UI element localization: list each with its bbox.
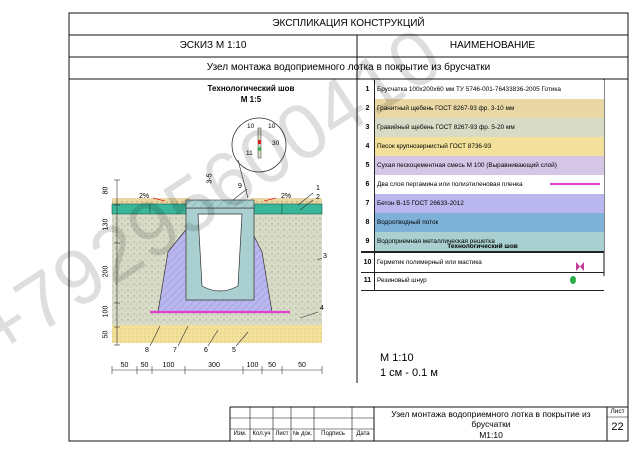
naming-header: НАИМЕНОВАНИЕ	[449, 40, 536, 51]
dim-bottom-0: 50	[120, 362, 129, 369]
tb-col-kolvo: Кол.уч	[252, 431, 271, 437]
legend-text: Брусчатка 100х200х60 мм ТУ 5746-001-7643…	[377, 86, 561, 93]
scale-line-1: М 1:10	[380, 352, 414, 364]
dim-80: 80	[102, 186, 110, 195]
callout-2: 2	[316, 194, 320, 201]
callout-1: 1	[316, 185, 320, 192]
tb-col-date: Дата	[356, 431, 370, 437]
dim-bottom-2: 100	[162, 362, 175, 369]
legend-number: 6	[361, 175, 375, 194]
legend-number: 7	[361, 194, 375, 213]
legend-number: 3	[361, 118, 375, 137]
legend-number: 11	[361, 271, 375, 290]
explication-title: ЭКСПЛИКАЦИЯ КОНСТРУКЦИЙ	[272, 18, 425, 29]
joint-legend-title: Технологический шов	[447, 243, 518, 250]
legend-number: 1	[361, 80, 375, 99]
tb-sheet-number: 22	[611, 421, 624, 433]
legend-text: Два слоя пергамина или полиэтиленовая пл…	[377, 181, 523, 188]
legend-number: 4	[361, 137, 375, 156]
legend-text: Гравийный щебень ГОСТ 8267-93 фр. 5-20 м…	[377, 124, 515, 131]
tb-col-list: Лист	[275, 431, 289, 437]
callout-3: 3	[323, 253, 327, 260]
tb-col-sign: Подпись	[321, 431, 345, 437]
tb-scale: М1:10	[479, 430, 503, 440]
legend-number: 9	[361, 232, 375, 251]
detail-label-11: 11	[246, 150, 253, 157]
callout-9: 9	[238, 183, 242, 190]
dim-bottom-3: 300	[208, 362, 220, 369]
callout-8: 8	[145, 347, 149, 354]
legend-text: Водоприемная металлическая решетка	[377, 238, 495, 245]
dim-bottom-5: 50	[268, 362, 276, 369]
node-subtitle: Узел монтажа водоприемного лотка в покры…	[206, 62, 491, 73]
rubber-cord-icon	[570, 276, 576, 284]
legend-text: Бетон В-15 ГОСТ 26633-2012	[377, 200, 464, 207]
legend-number: 2	[361, 99, 375, 118]
callout-5: 5	[232, 347, 236, 354]
detail-label-10b: 10	[268, 123, 276, 130]
legend-number: 10	[361, 253, 375, 272]
tb-description: Узел монтажа водоприемного лотка в покры…	[391, 409, 591, 429]
detail-label-10a: 10	[247, 123, 255, 130]
legend-text: Водоотводный поток	[377, 219, 439, 226]
detail-label-30: 30	[272, 140, 280, 147]
dim-50: 50	[102, 330, 110, 339]
joint-detail-scale: М 1:5	[240, 95, 262, 104]
slope-left: 2%	[139, 193, 150, 200]
dim-bottom-1: 50	[140, 362, 149, 369]
dim-bottom-4: 100	[246, 362, 259, 369]
tb-sheet-label: Лист	[610, 408, 625, 415]
legend-text: Сухая пескоцементная смесь М 100 (Выравн…	[377, 162, 557, 169]
film-line-swatch	[550, 183, 600, 185]
callout-4: 4	[320, 305, 324, 312]
scale-line-2: 1 см - 0.1 м	[380, 367, 438, 379]
legend-number: 5	[361, 156, 375, 175]
legend-text: Песок крупнозернистый ГОСТ 8736-93	[377, 143, 492, 150]
tb-col-izm: Изм.	[233, 431, 247, 437]
tb-col-doc: № док.	[292, 431, 313, 437]
joint-detail-title: Технологический шов	[207, 84, 295, 93]
callout-7: 7	[173, 347, 177, 354]
dim-bottom-6: 50	[298, 362, 306, 369]
callout-6: 6	[204, 347, 208, 354]
slope-right: 2%	[281, 193, 292, 200]
sketch-scale: ЭСКИЗ М 1:10	[179, 40, 247, 51]
legend-text: Герметик полимерный или мастика	[377, 259, 482, 266]
legend-text: Резиновый шнур	[377, 277, 427, 284]
legend-number: 8	[361, 213, 375, 232]
legend-text: Гранитный щебень ГОСТ 8267-93 фр. 3-10 м…	[377, 105, 515, 112]
